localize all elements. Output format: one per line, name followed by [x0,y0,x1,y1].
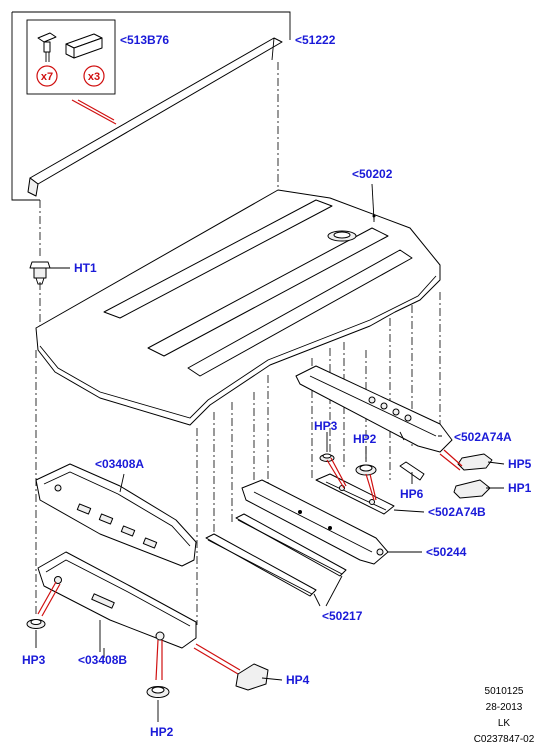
label-513B76: <513B76 [120,33,169,47]
moulding-inset: x7 x3 [11,11,291,201]
label-03408A: <03408A [95,457,144,471]
pad-qty-text: x3 [88,71,100,83]
label-hp1: HP1 [508,481,532,495]
bow-50217-lower [205,533,317,597]
label-hp6: HP6 [400,487,424,501]
clip-qty-badge [36,65,58,87]
label-50244: <50244 [426,545,467,559]
bow-50217-upper [235,513,347,577]
pad-qty-badge [83,65,105,87]
label-hp2-bottom: HP2 [150,725,174,739]
label-hp5: HP5 [508,457,532,471]
label-ht1: HT1 [74,261,97,275]
label-50202: <50202 [352,167,393,181]
front-header-03408B [37,551,241,681]
hp2-top-grommet [355,446,377,476]
clip-icon [37,32,57,62]
assembly-lines [35,62,441,625]
label-51222: <51222 [295,33,336,47]
hp2-bottom-grommet [146,686,170,722]
hp6-seal [399,461,425,484]
ref-code: 5010125 [485,686,524,697]
clip-qty-text: x7 [41,71,53,83]
ref-initials: LK [498,718,511,729]
roof-panel-50202 [35,189,441,426]
roof-moulding-51222 [27,37,283,197]
ref-drawing-number: C0237847-02 [474,734,535,745]
hp3-bottom-grommet [26,619,46,648]
hp1-pad [453,479,504,499]
fixings-sub-box [26,19,116,95]
bow-50244 [241,479,422,565]
hp5-pad [439,449,505,471]
rear-bow-502A74A [295,365,453,453]
label-hp3-bottom: HP3 [22,653,46,667]
hp4-pad [235,663,283,691]
pad-icon [65,33,103,59]
label-hp2-top: HP2 [353,432,377,446]
front-header-03408A [35,463,197,567]
bracket-502A74B [315,457,425,515]
50217-leader [313,575,343,607]
label-03408B: <03408B [78,653,127,667]
label-502A74B: <502A74B [428,505,486,519]
50202-leader [371,183,375,221]
ht1-fastener [29,261,70,285]
label-50217: <50217 [322,609,363,623]
label-hp4: HP4 [286,673,310,687]
label-502A74A: <502A74A [454,430,512,444]
ref-date: 28-2013 [486,702,523,713]
label-hp3-top: HP3 [314,419,338,433]
hp3-top-grommet [319,432,335,462]
